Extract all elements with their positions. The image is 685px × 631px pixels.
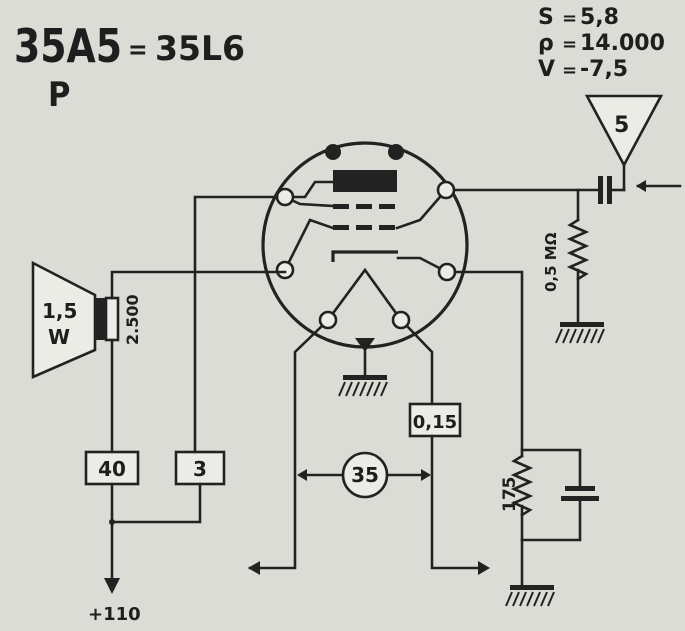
pin-1 (275, 187, 295, 207)
tube-equivalent: 35L6 (155, 29, 245, 69)
dropping-resistors: 40 3 (84, 195, 279, 525)
speaker-power-label: 1,5 (42, 299, 77, 323)
coupling-capacitor-plate-b (607, 176, 612, 204)
ground-tube (338, 375, 388, 397)
pin-5 (436, 180, 456, 200)
vacuum-tube (261, 141, 469, 377)
tube-grids (333, 204, 395, 230)
heater-resistor-box (408, 402, 462, 438)
bypass-capacitor-plate-bottom (561, 496, 599, 501)
speaker-cone (31, 260, 97, 379)
param-rho-value: 14.000 (580, 31, 665, 56)
transformer-impedance-label: 2.500 (123, 294, 142, 345)
param-v-symbol: V (538, 57, 555, 82)
cathode-wire (453, 270, 524, 458)
coupling-capacitor-plate-a (598, 176, 603, 204)
supply-voltage-label: +110 (88, 604, 141, 625)
lead-screen-grid (283, 218, 335, 272)
heater-voltage-label: 35 (351, 463, 379, 487)
lead-cathode (396, 256, 449, 274)
param-v-value: -7,5 (580, 57, 628, 82)
tube-shield-pin (355, 338, 375, 352)
param-s-symbol: S (538, 5, 554, 30)
lead-control-grid (395, 188, 448, 230)
bypass-capacitor-plate-top (565, 486, 595, 491)
param-rho-eq: = (562, 34, 577, 55)
input-section: 5 0,5 MΩ (452, 94, 682, 324)
pin-2 (275, 260, 295, 280)
speaker-unit-label: W (48, 325, 70, 349)
heater-voltage-circle (341, 451, 389, 499)
lead-plate-left (283, 180, 335, 199)
grid-resistor-label: 0,5 MΩ (542, 232, 560, 292)
pin-heater-left (318, 310, 338, 330)
tube-top-dot-left (325, 144, 341, 160)
ground-cathode (505, 585, 555, 607)
heater-wire-right (405, 324, 434, 406)
screen-supply-wire (110, 482, 202, 524)
heater-section: 0,15 35 (248, 324, 490, 575)
tube-plate (333, 170, 397, 192)
param-s-eq: = (562, 8, 577, 29)
param-v-eq: = (562, 60, 577, 81)
title-block: 35A5 = 35L6 P (14, 19, 245, 115)
screen-grid-wire (193, 195, 279, 454)
ground-grid-resistor (555, 322, 605, 344)
pin-8 (437, 262, 457, 282)
heater-wire-left (248, 324, 324, 570)
pin-heater-right (391, 310, 411, 330)
resistor-box-40 (84, 450, 140, 486)
cathode-section: 175 (453, 270, 599, 587)
cathode-resistor-label: 175 (500, 477, 520, 513)
param-rho-symbol: ρ (538, 31, 554, 56)
parameter-list: S = 5,8 ρ = 14.000 V = -7,5 (538, 5, 665, 82)
plate-to-transformer-wire (110, 270, 287, 300)
tube-designation: 35A5 (14, 19, 122, 73)
resistor-box-40-label: 40 (98, 457, 126, 481)
heater-resistor-label: 0,15 (413, 412, 457, 433)
input-triangle-label: 5 (614, 113, 629, 138)
param-s-value: 5,8 (580, 5, 619, 30)
output-transformer (104, 296, 120, 342)
speaker-section: 1,5 W 2.500 +110 (31, 260, 287, 625)
title-equals: = (128, 35, 148, 65)
resistor-box-3-label: 3 (193, 457, 207, 481)
tube-type-letter: P (48, 75, 70, 115)
tube-heater-filament (326, 267, 403, 322)
speaker-magnet (95, 298, 105, 340)
input-triangle (584, 94, 664, 168)
tube-top-dot-right (388, 144, 404, 160)
tube-cathode (331, 250, 398, 262)
